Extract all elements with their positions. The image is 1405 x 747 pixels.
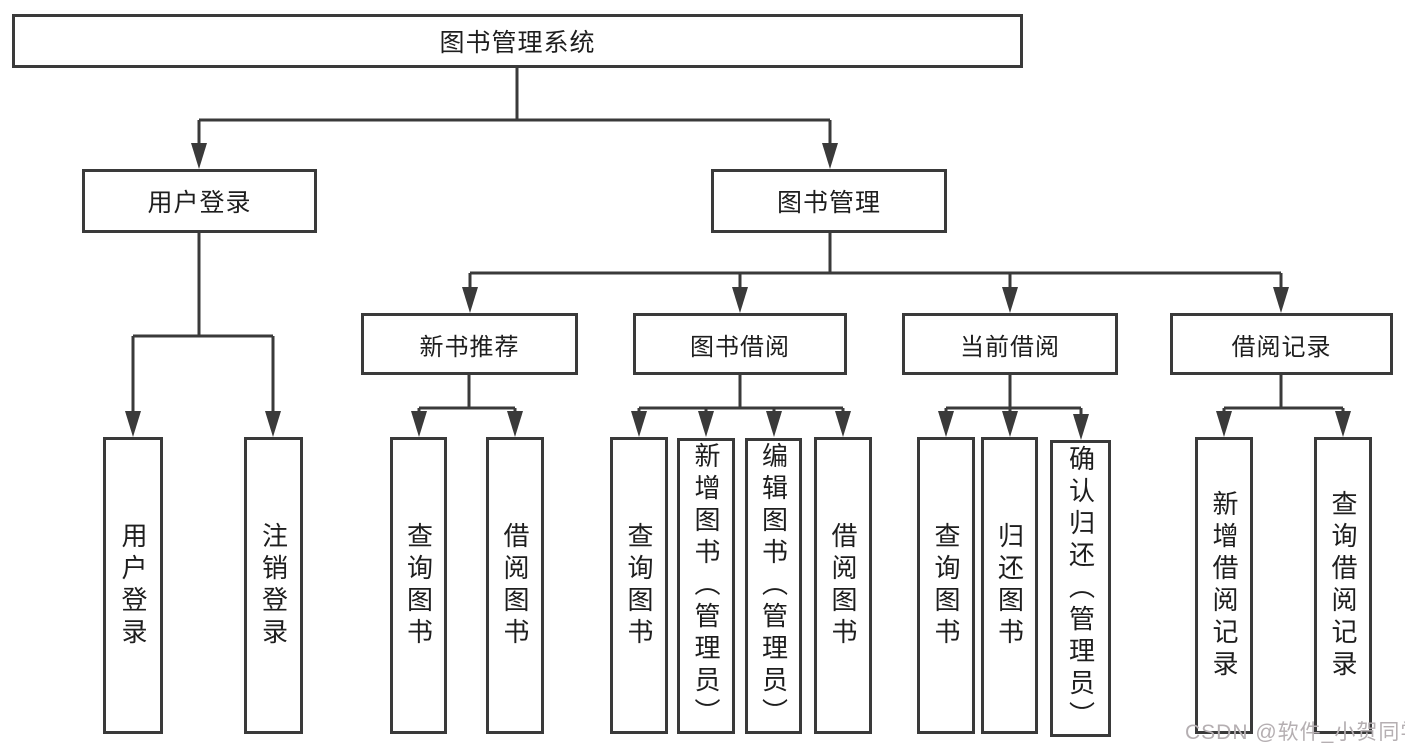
leaf-current-query-books: 查询图书 bbox=[917, 437, 975, 734]
leaf-current-confirm-return-admin: 确认归还（管理员） bbox=[1050, 440, 1111, 737]
node-label: 当前借阅 bbox=[960, 333, 1060, 361]
node-library-management-system: 图书管理系统 bbox=[12, 14, 1023, 68]
leaf-logout: 注销登录 bbox=[244, 437, 303, 734]
connector-book-management-children bbox=[468, 233, 1283, 289]
leaf-recommend-query-books: 查询图书 bbox=[390, 437, 447, 734]
node-book-management: 图书管理 bbox=[711, 169, 947, 233]
arrowhead bbox=[822, 143, 838, 169]
node-user-login: 用户登录 bbox=[82, 169, 317, 233]
arrowhead bbox=[938, 411, 954, 437]
arrowhead bbox=[462, 287, 478, 313]
leaf-borrow-query-books: 查询图书 bbox=[610, 437, 668, 734]
leaf-borrow-borrow-books: 借阅图书 bbox=[814, 437, 872, 734]
node-label: 借阅图书 bbox=[500, 521, 530, 650]
arrowhead bbox=[835, 411, 851, 437]
arrowhead bbox=[766, 411, 782, 437]
arrowhead bbox=[1335, 411, 1351, 437]
arrowhead bbox=[125, 411, 141, 437]
node-book-borrowing: 图书借阅 bbox=[633, 313, 847, 375]
arrowhead bbox=[698, 411, 714, 437]
node-label: 查询借阅记录 bbox=[1328, 489, 1358, 682]
node-label: 借阅图书 bbox=[828, 521, 858, 650]
arrowhead bbox=[1216, 411, 1232, 437]
node-label: 新书推荐 bbox=[419, 333, 520, 361]
arrowhead bbox=[1002, 287, 1018, 313]
leaf-records-add-record: 新增借阅记录 bbox=[1195, 437, 1253, 734]
arrowhead bbox=[732, 287, 748, 313]
node-label: 图书借阅 bbox=[690, 333, 790, 361]
node-label: 确认归还（管理员） bbox=[1065, 444, 1096, 733]
leaf-recommend-borrow-books: 借阅图书 bbox=[486, 437, 544, 734]
arrowheads bbox=[125, 143, 1351, 440]
connector-book-borrow-children bbox=[637, 375, 845, 413]
arrowhead bbox=[411, 411, 427, 437]
node-label: 查询图书 bbox=[624, 521, 654, 650]
leaf-borrow-add-book-admin: 新增图书（管理员） bbox=[677, 438, 735, 734]
node-current-borrowing: 当前借阅 bbox=[902, 313, 1118, 375]
connector-root-to-level2 bbox=[197, 68, 832, 145]
node-label: 查询图书 bbox=[403, 521, 434, 650]
node-label: 用户登录 bbox=[118, 521, 148, 650]
node-label: 编辑图书（管理员） bbox=[758, 442, 789, 730]
leaf-borrow-edit-book-admin: 编辑图书（管理员） bbox=[745, 438, 802, 734]
node-label: 用户登录 bbox=[147, 189, 252, 217]
node-borrowing-records: 借阅记录 bbox=[1170, 313, 1393, 375]
node-label: 归还图书 bbox=[994, 521, 1025, 650]
arrowhead bbox=[191, 143, 207, 169]
arrowhead bbox=[1002, 411, 1018, 437]
node-new-book-recommendation: 新书推荐 bbox=[361, 313, 578, 375]
leaf-user-login: 用户登录 bbox=[103, 437, 163, 734]
arrowhead bbox=[507, 411, 523, 437]
connector-lines bbox=[131, 68, 1345, 416]
connector-current-borrow-children bbox=[944, 375, 1083, 416]
node-label: 查询图书 bbox=[931, 521, 961, 650]
connector-borrow-records-children bbox=[1222, 375, 1345, 413]
arrowhead bbox=[631, 411, 647, 437]
node-label: 新增图书（管理员） bbox=[691, 442, 721, 730]
leaf-records-query-record: 查询借阅记录 bbox=[1314, 437, 1372, 734]
arrowhead bbox=[1273, 287, 1289, 313]
node-label: 图书管理 bbox=[776, 189, 881, 217]
connector-user-login-children bbox=[131, 233, 275, 413]
node-label: 新增借阅记录 bbox=[1209, 489, 1239, 682]
csdn-watermark: CSDN @软件_小贺同学 bbox=[1185, 721, 1405, 744]
node-label: 图书管理系统 bbox=[439, 29, 596, 57]
node-label: 借阅记录 bbox=[1231, 333, 1332, 361]
leaf-current-return-books: 归还图书 bbox=[981, 437, 1038, 734]
connector-new-book-children bbox=[417, 375, 517, 413]
arrowhead bbox=[1073, 414, 1089, 440]
node-label: 注销登录 bbox=[258, 521, 289, 650]
arrowhead bbox=[265, 411, 281, 437]
